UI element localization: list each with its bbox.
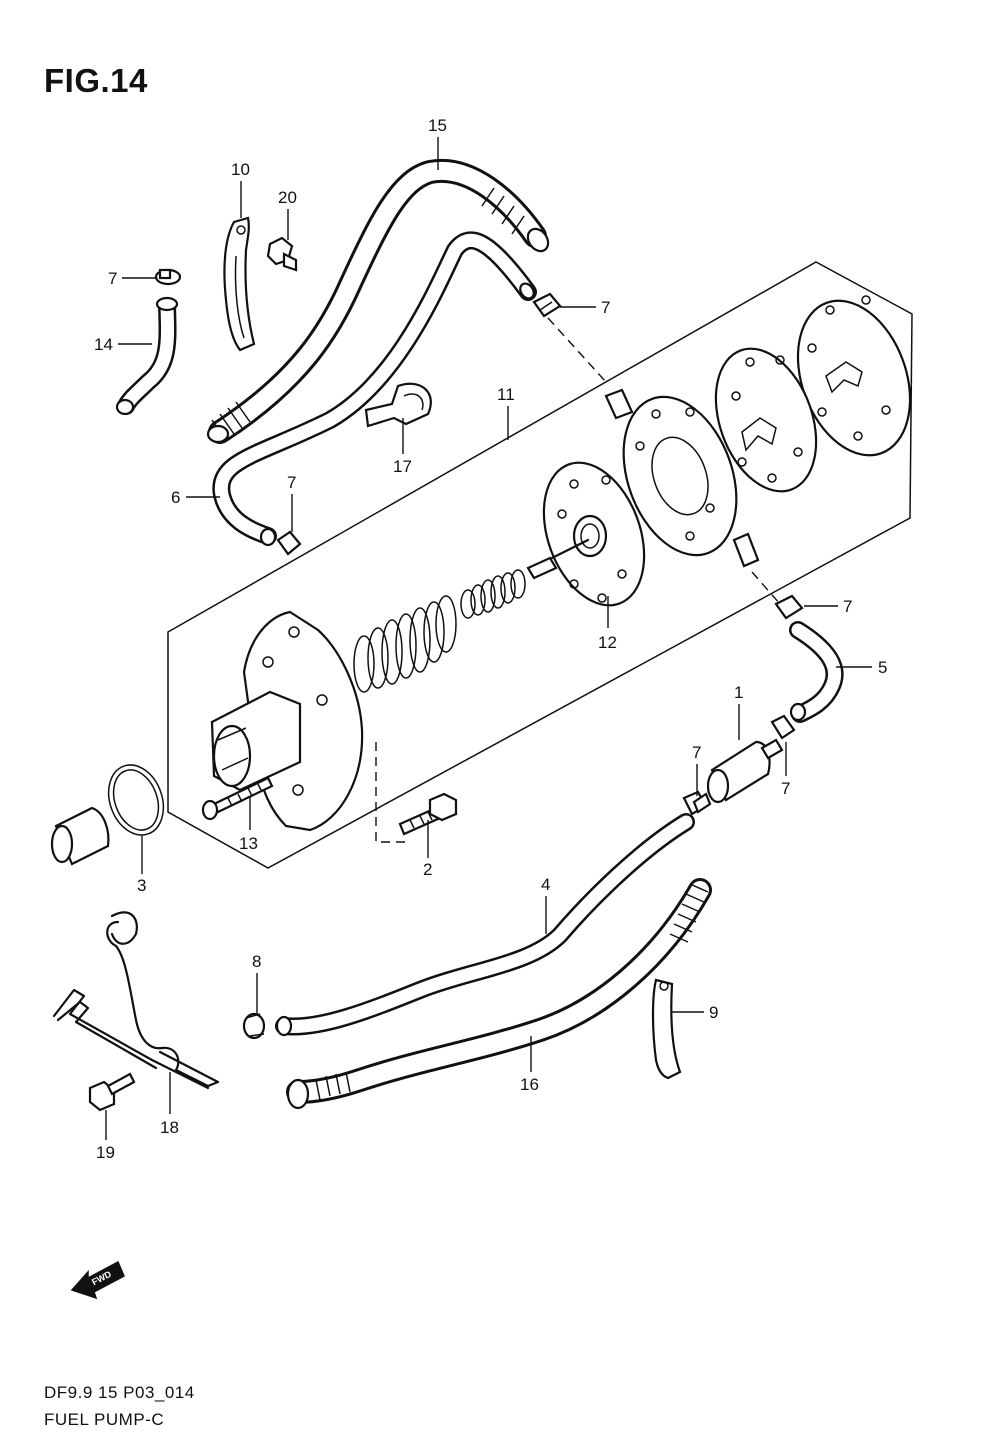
callout-4: 4 — [541, 875, 550, 894]
callout-12: 12 — [598, 633, 617, 652]
clamp-8 — [242, 1012, 266, 1040]
callout-7-e: 7 — [781, 779, 790, 798]
callout-18: 18 — [160, 1118, 179, 1137]
clamp-7-b — [532, 292, 562, 318]
wire-clip-18 — [52, 911, 220, 1090]
clamp-7-a — [154, 268, 182, 286]
callout-7-a: 7 — [108, 269, 117, 288]
callout-11: 11 — [497, 385, 515, 404]
callout-7-f: 7 — [692, 743, 701, 762]
clamp-7-d — [774, 594, 804, 620]
callout-7-d: 7 — [843, 597, 852, 616]
callout-8: 8 — [252, 952, 261, 971]
bolt-20 — [266, 236, 298, 272]
diaphragm-12 — [526, 461, 646, 607]
hose-5 — [789, 621, 844, 723]
diagram-name: FUEL PUMP-C — [44, 1410, 165, 1429]
callout-16: 16 — [520, 1075, 539, 1094]
callout-labels: 1 2 3 4 5 6 7 7 7 7 7 7 8 9 10 11 12 13 — [94, 116, 887, 1162]
bolt-2 — [398, 792, 458, 836]
fuel-filter-1 — [692, 738, 784, 814]
callout-19: 19 — [96, 1143, 115, 1162]
strap-10 — [223, 216, 256, 352]
strap-9 — [651, 978, 682, 1080]
hose-14 — [115, 296, 179, 416]
callout-20: 20 — [278, 188, 297, 207]
pump-body — [604, 388, 760, 568]
callout-5: 5 — [878, 658, 887, 677]
callout-6: 6 — [171, 488, 180, 507]
pump-gasket — [714, 347, 818, 493]
diagram-code: DF9.9 15 P03_014 — [44, 1383, 195, 1402]
hose-4 — [275, 813, 695, 1037]
figure-title: FIG.14 — [44, 62, 148, 99]
callout-15: 15 — [428, 116, 447, 135]
o-ring-3 — [107, 764, 165, 836]
clamp-7-c — [276, 530, 302, 556]
hose-15 — [206, 158, 550, 444]
plug-cap — [50, 806, 110, 866]
screw-13 — [201, 776, 274, 821]
callout-9: 9 — [709, 1003, 718, 1022]
hose-6 — [212, 231, 537, 547]
callout-17: 17 — [393, 457, 412, 476]
callout-3: 3 — [137, 876, 146, 895]
callout-10: 10 — [231, 160, 250, 179]
fwd-arrow-icon: FWD — [70, 1260, 125, 1300]
hose-16 — [286, 878, 712, 1110]
spring-small — [460, 569, 526, 619]
clamp-7-e — [770, 714, 796, 740]
callout-1: 1 — [734, 683, 743, 702]
pump-housing — [210, 610, 364, 832]
spring-large — [353, 595, 457, 693]
callout-2: 2 — [423, 860, 432, 879]
bolt-19 — [88, 1072, 136, 1112]
callout-7-b: 7 — [601, 298, 610, 317]
bracket-17 — [364, 382, 432, 428]
assembly-outline — [167, 261, 913, 869]
callout-13: 13 — [239, 834, 258, 853]
callout-14: 14 — [94, 335, 113, 354]
callout-7-c: 7 — [287, 473, 296, 492]
